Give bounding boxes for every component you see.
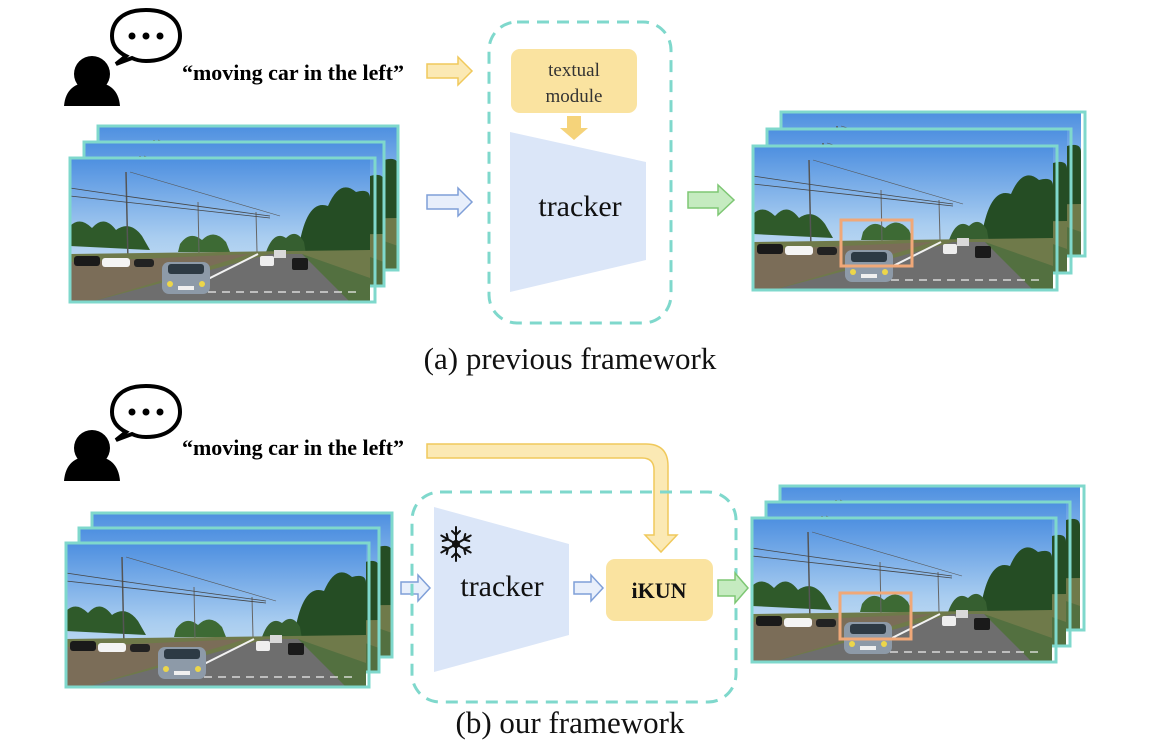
textual-module-label-line2: module [546, 86, 603, 107]
query-text: “moving car in the left” [182, 60, 404, 85]
output-arrow [717, 570, 749, 606]
module-to-tracker-arrow [560, 116, 588, 140]
panel-a: “moving car in the left” textual module … [64, 7, 1087, 376]
query-arrow [426, 55, 474, 87]
tracker-to-ikun-arrow [573, 573, 605, 603]
user-icon [64, 56, 120, 106]
output-frames [750, 484, 1086, 664]
output-frames [751, 110, 1087, 292]
speech-bubble-icon [109, 7, 183, 66]
snowflake-icon [440, 526, 472, 562]
result-bounding-box [839, 218, 914, 268]
input-arrow [426, 186, 474, 218]
input-arrow [400, 573, 432, 603]
input-frames [68, 124, 400, 304]
query-text: “moving car in the left” [182, 435, 404, 460]
input-frames [64, 511, 394, 689]
ikun-box [606, 559, 713, 621]
output-arrow [687, 183, 736, 217]
caption-a: (a) previous framework [424, 341, 717, 376]
tracker-label: tracker [460, 570, 543, 603]
caption-b: (b) our framework [456, 705, 685, 740]
textual-module-label-line1: textual [548, 60, 600, 81]
textual-module-box [511, 49, 637, 113]
model-container [487, 20, 673, 325]
tracker-shape [510, 132, 646, 292]
ikun-label: iKUN [632, 578, 687, 603]
panel-b: “moving car in the left” tracker [64, 383, 1086, 740]
user-icon [64, 430, 120, 481]
result-bounding-box [838, 591, 913, 641]
query-to-ikun-arrow [426, 443, 679, 554]
speech-bubble-icon [109, 383, 183, 442]
tracker-label: tracker [538, 190, 621, 223]
